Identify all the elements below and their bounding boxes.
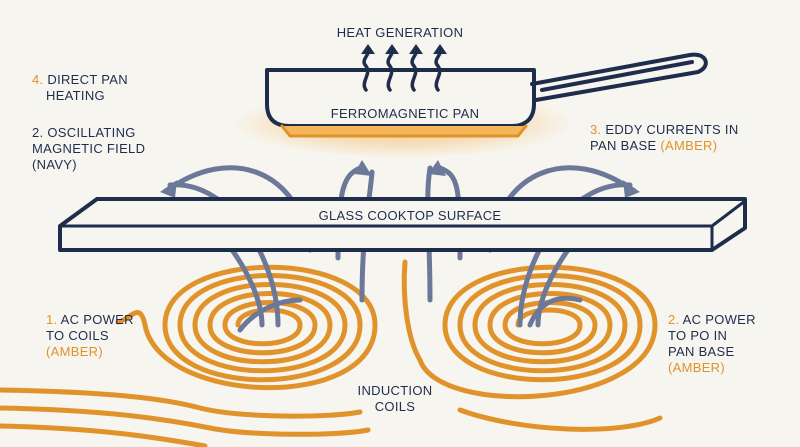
field-arrow-right-icon bbox=[623, 180, 640, 198]
field-arrow-up-right-icon bbox=[428, 160, 446, 176]
field-arrow-left-icon bbox=[160, 180, 177, 198]
induction-coils-label: INDUCTION COILS bbox=[357, 383, 433, 414]
cooktop-label: GLASS COOKTOP SURFACE bbox=[318, 208, 502, 223]
right-induction-coil bbox=[401, 259, 663, 432]
step-4-number: 4. bbox=[32, 72, 44, 87]
field-arrow-up-left-icon bbox=[354, 160, 372, 176]
ferromagnetic-pan bbox=[265, 52, 708, 138]
step-2-field-label: 2. OSCILLATING MAGNETIC FIELD (NAVY) bbox=[32, 125, 146, 172]
field-arrow-heads bbox=[160, 160, 640, 198]
heat-wave-arrows bbox=[362, 48, 442, 92]
step-1-label: 1. AC POWER TO COILS (AMBER) bbox=[46, 312, 134, 359]
left-induction-coil bbox=[0, 264, 378, 447]
heat-arrow-2-icon bbox=[386, 48, 394, 92]
step-3-label: 3. EDDY CURRENTS IN PAN BASE (AMBER) bbox=[590, 122, 739, 153]
pan-label: FERROMAGNETIC PAN bbox=[330, 106, 480, 121]
heat-arrow-1-icon bbox=[362, 48, 370, 92]
step-4-label: 4. DIRECT PAN HEATING bbox=[32, 72, 128, 103]
heat-arrow-4-icon bbox=[434, 48, 442, 92]
glass-cooktop bbox=[58, 197, 747, 252]
heat-generation-label: HEAT GENERATION bbox=[336, 25, 464, 40]
heat-arrow-3-icon bbox=[410, 48, 418, 92]
step-2-right-label: 2. AC POWER TO PO IN PAN BASE (AMBER) bbox=[668, 312, 756, 375]
